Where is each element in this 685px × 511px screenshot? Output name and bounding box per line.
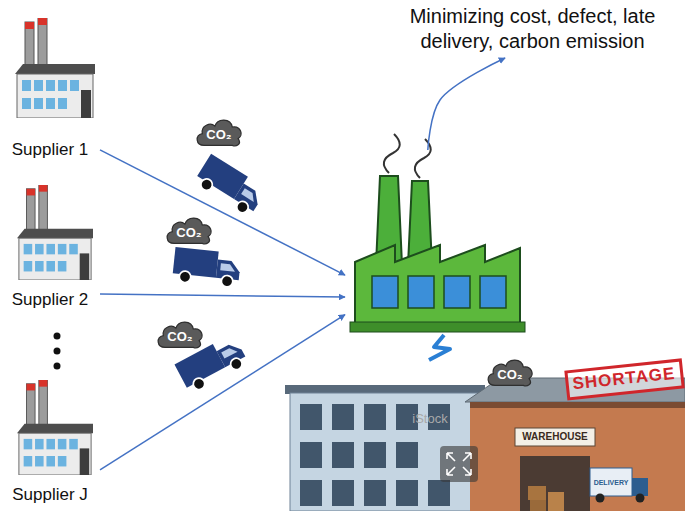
co2-label: CO₂: [497, 367, 522, 382]
expand-arrows: [447, 453, 471, 475]
co2-cloud: [167, 218, 211, 244]
co2-label: CO₂: [206, 127, 231, 142]
ellipsis-dot: [54, 333, 61, 340]
supplier-label: Supplier J: [0, 485, 100, 505]
lightning-link: [429, 335, 450, 360]
co2-label: CO₂: [167, 329, 192, 344]
truck-wheel: [596, 494, 605, 503]
supplier-label: Supplier 2: [0, 290, 100, 310]
factory-window: [408, 276, 434, 308]
co2-label: CO₂: [176, 225, 201, 240]
factory-window: [372, 276, 398, 308]
factory-window: [480, 276, 506, 308]
delivery-truck-cab: [632, 478, 648, 496]
supplier-node: Supplier J: [0, 375, 100, 505]
factory-window: [444, 276, 470, 308]
warehouse-facade: [290, 393, 480, 511]
warehouse-windows: [300, 404, 450, 506]
supply-arrow: [100, 294, 345, 297]
warehouse-sign: [515, 428, 595, 446]
supplier-node: Supplier 2: [0, 180, 100, 310]
goal-node: Minimizing cost, defect, late delivery, …: [380, 2, 685, 58]
supply-arrow: [100, 150, 345, 275]
truck-wheel: [636, 494, 645, 503]
cargo-box: [548, 492, 564, 511]
supply-arrow: [100, 315, 345, 470]
co2-cloud: [488, 360, 532, 386]
cargo-box: [528, 486, 546, 500]
smoke-curl: [415, 139, 431, 178]
truck-text: DELIVERY: [594, 479, 629, 486]
shortage-stamp: [566, 360, 683, 399]
supplier-label: Supplier 1: [0, 140, 100, 160]
wall-band: [470, 402, 685, 408]
ellipsis-dot: [54, 348, 61, 355]
truck-icon: [172, 247, 242, 288]
supplier-building: [15, 18, 95, 118]
factory-body: [355, 245, 520, 330]
objective-arrow: [428, 58, 505, 150]
goal-text: Minimizing cost, defect, late delivery, …: [380, 4, 685, 54]
truck-icon: [193, 154, 267, 218]
brick-wall: [470, 402, 685, 511]
loading-door: [520, 456, 590, 511]
supplier-node: Supplier 1: [0, 15, 100, 160]
delivery-truck: [590, 468, 632, 496]
supplier-building: [17, 380, 93, 475]
watermark: iStock: [412, 411, 447, 426]
factory-base: [350, 322, 525, 332]
co2-cloud: [197, 120, 241, 146]
co2-cloud: [158, 322, 202, 348]
smoke-curl: [384, 134, 400, 173]
warehouse-sign-text: WAREHOUSE: [515, 428, 595, 446]
expand-icon: [440, 446, 478, 482]
supplier-building: [17, 185, 93, 280]
factory-node: [345, 150, 525, 335]
ellipsis-dot: [54, 363, 61, 370]
cargo-box: [530, 500, 546, 511]
